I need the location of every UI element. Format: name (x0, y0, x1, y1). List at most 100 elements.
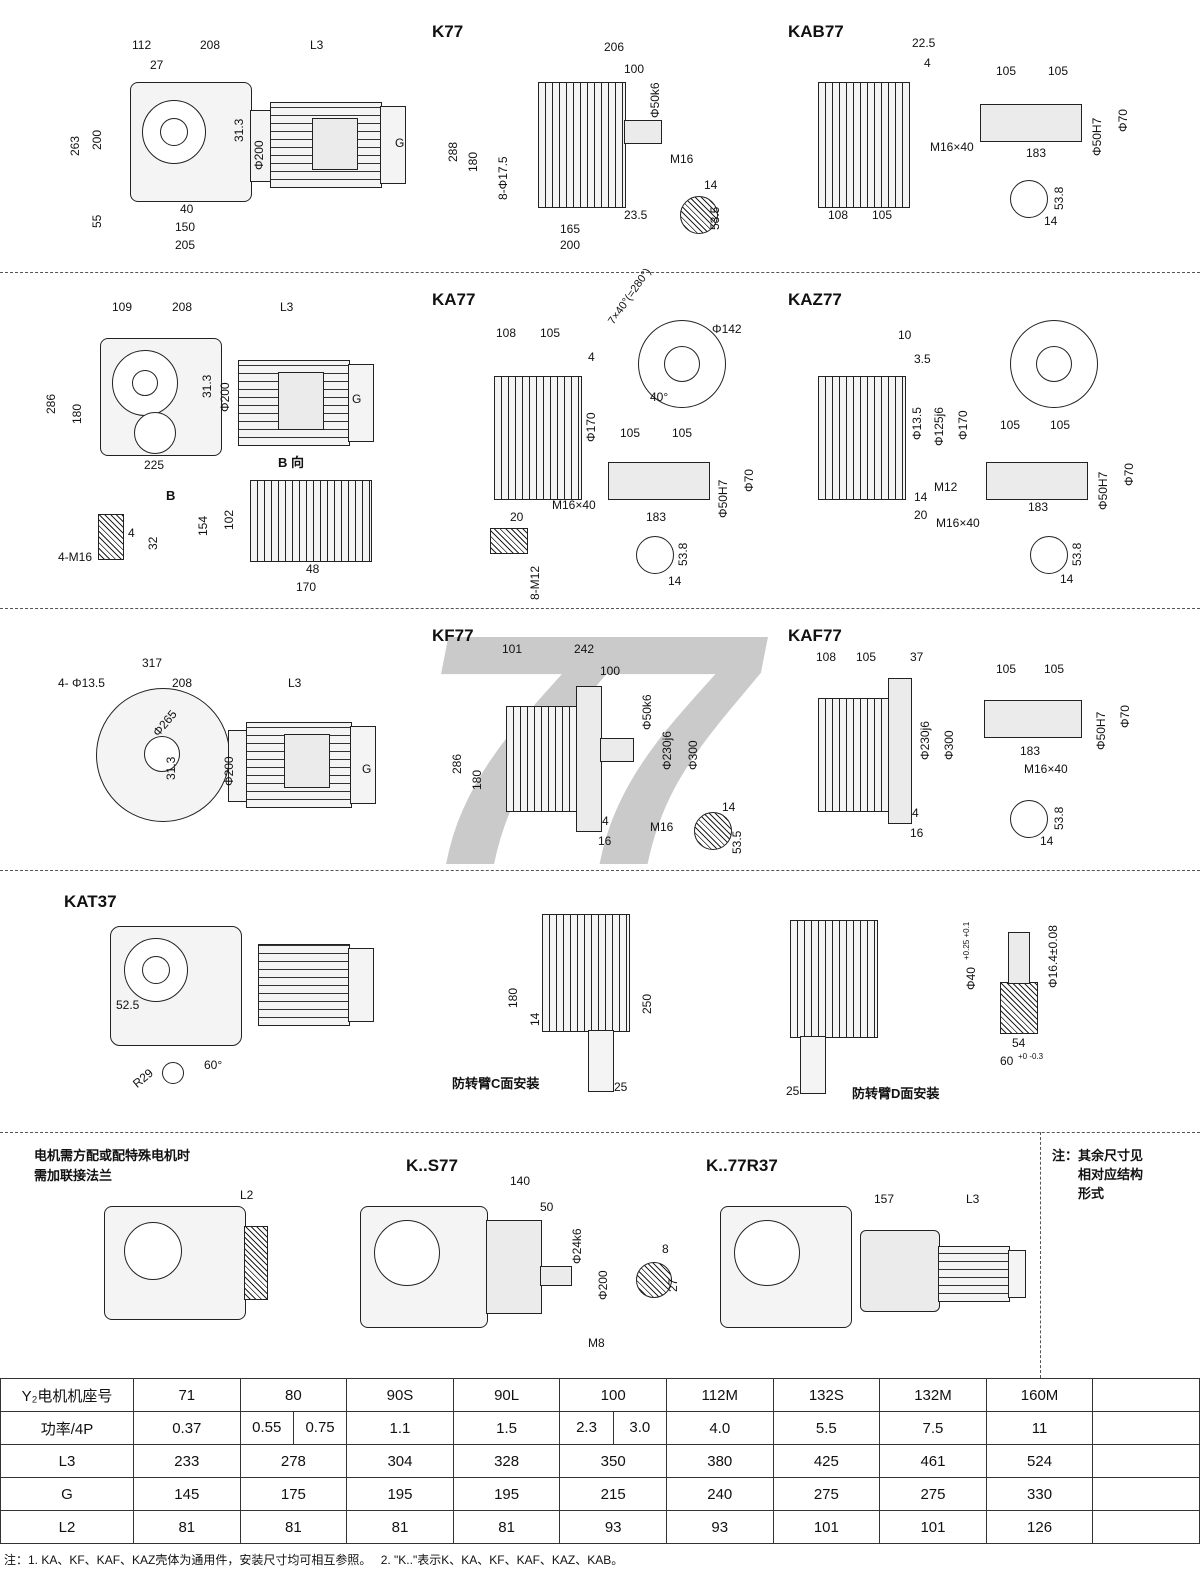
table-cell (1092, 1477, 1200, 1511)
dim-label: Φ50k6 (648, 82, 662, 118)
dim-label: 200 (560, 238, 581, 252)
terminal-box (284, 734, 330, 788)
dim-label: 37 (910, 650, 924, 664)
dim-label: 40° (650, 390, 669, 404)
shaft-end-view (1010, 180, 1048, 218)
output-flange (576, 686, 602, 832)
hollow-shaft (608, 462, 710, 500)
dim-label: 288 (446, 141, 460, 162)
table-cell: 304 (346, 1444, 454, 1478)
dim-label: M16 (650, 820, 674, 834)
dim-label: 140 (510, 1174, 531, 1188)
dim-label: 53.8 (1052, 186, 1066, 210)
table-cell: 275 (879, 1477, 987, 1511)
dim-label: Φ142 (712, 322, 742, 336)
dim-label: 48 (306, 562, 320, 576)
title-k77r37: K..77R37 (706, 1156, 778, 1175)
dim-label: 108 (828, 208, 849, 222)
table-cell: 80 (239, 1378, 348, 1412)
table-cell: 240 (665, 1477, 774, 1511)
dim-label: 4 (602, 814, 609, 828)
side-note: 注：其余尺寸见 相对应结构 形式 (1052, 1148, 1144, 1201)
dim-label: 208 (172, 300, 193, 314)
dim-label: G (352, 392, 362, 406)
table-cell: 1.5 (452, 1411, 561, 1445)
gearbox-front (538, 82, 626, 208)
flange-note: 电机需方配或配特殊电机时需加联接法兰 (34, 1146, 190, 1186)
table-cell: 380 (665, 1444, 774, 1478)
table-row-label: G (0, 1477, 134, 1511)
row-divider (0, 870, 1200, 871)
dim-label: Φ50k6 (640, 694, 654, 730)
dim-label: 8-M12 (528, 565, 542, 600)
table-cell: 81 (239, 1510, 348, 1544)
dim-label: 263 (68, 135, 82, 156)
table-cell: 461 (879, 1444, 987, 1478)
dim-label: 25 (786, 1084, 800, 1098)
title-kab77: KAB77 (788, 22, 844, 41)
motor-fan-cover (350, 726, 376, 804)
title-ks77: K..S77 (406, 1156, 458, 1175)
table-subcell: 0.55 (241, 1412, 294, 1444)
row-divider (0, 272, 1200, 273)
output-shaft (624, 120, 662, 144)
dim-label: 53.8 (1070, 542, 1084, 566)
dim-label: 105 (540, 326, 561, 340)
table-cell: 7.5 (879, 1411, 987, 1445)
table-cell: 278 (239, 1444, 348, 1478)
table-cell: 215 (559, 1477, 667, 1511)
dim-label: 32 (146, 536, 160, 550)
dim-label: 105 (996, 662, 1017, 676)
dim-label: 100 (600, 664, 621, 678)
table-subcell: 2.3 (560, 1412, 614, 1444)
dim-label: 183 (646, 510, 667, 524)
input-shaft (540, 1266, 572, 1286)
dim-label: 250 (640, 993, 654, 1014)
dim-label: 10 (898, 328, 912, 342)
table-cell: 4.0 (665, 1411, 774, 1445)
dim-label: 105 (1000, 418, 1021, 432)
table-cell: 1.1 (346, 1411, 454, 1445)
dim-label: 225 (144, 458, 165, 472)
table-cell (1092, 1510, 1200, 1544)
row-divider (0, 1132, 1200, 1133)
dim-label: 100 (624, 62, 645, 76)
dim-label: 180 (506, 987, 520, 1008)
gearbox-front (818, 698, 890, 812)
dim-label: 108 (496, 326, 517, 340)
table-cell: 112M (665, 1378, 774, 1412)
dim-label: L3 (310, 38, 324, 52)
dim-label: Φ125j6 (932, 407, 946, 446)
dim-label: 60° (204, 1058, 223, 1072)
dim-label: Φ70 (1118, 705, 1132, 728)
table-cell (1092, 1411, 1200, 1445)
dim-label: G (395, 136, 405, 150)
table-cell: 132S (772, 1378, 881, 1412)
bushing-shaft (1008, 932, 1030, 984)
dim-label: 14 (722, 800, 736, 814)
dim-label: Φ200 (218, 382, 232, 412)
dim-label: Φ200 (252, 140, 266, 170)
dim-label: 206 (604, 40, 625, 54)
table-cell: 5.5 (772, 1411, 881, 1445)
table-cell: 524 (985, 1444, 1094, 1478)
dim-label: M12 (934, 480, 958, 494)
dim-label: 54 (1012, 1036, 1026, 1050)
dim-label: Φ70 (1122, 463, 1136, 486)
dim-label: 105 (1050, 418, 1071, 432)
footnote: 注：1. KA、KF、KAF、KAZ壳体为通用件，安装尺寸均可相互参照。 2. … (4, 1553, 624, 1567)
dim-label: 108 (816, 650, 837, 664)
flange-center (1036, 346, 1072, 382)
table-cell (1092, 1444, 1200, 1478)
dim-label: 105 (672, 426, 693, 440)
table-cell: 132M (879, 1378, 987, 1412)
dim-label: Φ50H7 (716, 479, 730, 518)
dim-label: Φ300 (686, 740, 700, 770)
dim-label: 105 (1048, 64, 1069, 78)
dim-label: 55 (90, 214, 104, 228)
gearbox-front (818, 82, 910, 208)
